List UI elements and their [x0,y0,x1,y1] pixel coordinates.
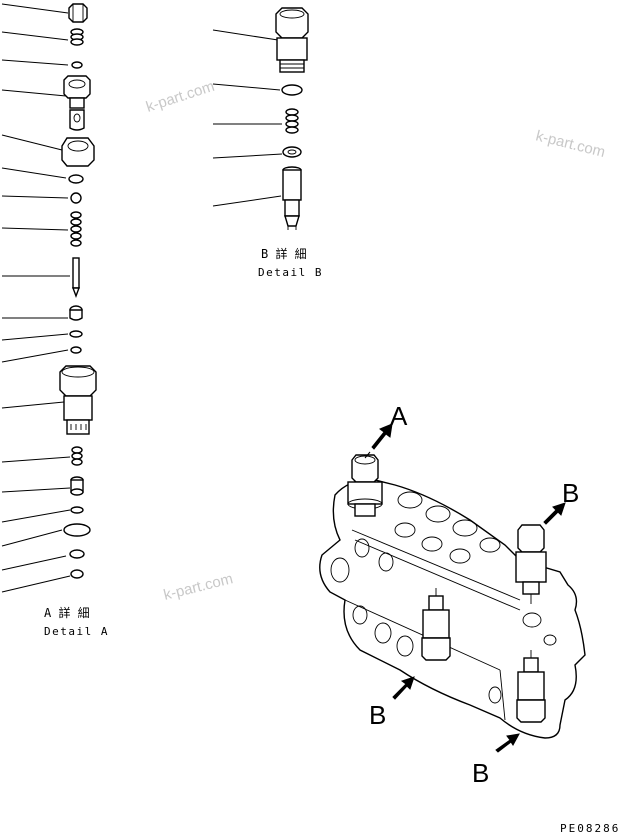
washer-1 [69,330,83,338]
watermark-1: k-part.com [144,78,217,116]
o-ring-5 [69,549,85,559]
arrow-b-right [543,502,566,525]
detail-b-title-jp: B 詳 細 [261,246,307,261]
backup-ring [63,523,91,537]
needle-pin [71,257,81,298]
label-b-right: B [562,478,579,508]
spring-b [285,108,299,134]
detail-a-leader-lines [1,3,71,593]
relief-valve-body-a [59,365,97,435]
relief-valve-plug-b [275,7,309,73]
spring-small-1 [70,28,84,46]
spring-2 [70,211,82,247]
valve-b [282,166,302,230]
arrow-a [364,423,393,459]
control-valve-assembly [319,454,586,739]
relief-valve-b-middle-installed [421,588,451,661]
relief-valve-a-installed [347,454,383,517]
valve-side-ports [330,538,557,704]
detail-b-title-en: Detail B [258,266,323,279]
relief-valve-b-bottom-installed [516,650,546,723]
o-ring-1 [71,61,83,69]
washer-b [282,146,302,158]
detail-a-title-en: Detail A [44,625,109,638]
o-ring-4 [70,506,84,514]
ball [70,192,82,204]
watermark-2: k-part.com [534,127,607,161]
adjusting-screw [63,75,91,131]
cap-nut [68,3,88,23]
lock-nut [61,137,95,167]
spring-3 [71,446,83,466]
detail-b-parts [212,7,309,230]
o-ring-b1 [281,84,303,96]
label-b-lower-left: B [369,700,386,730]
piston [70,476,84,496]
detail-a-parts [1,3,97,593]
arrow-b-bottom [495,733,520,753]
drawing-code: PE08286 [560,822,620,835]
relief-valve-b-right-installed [515,524,547,604]
detail-b-leader-lines [212,29,283,207]
arrow-b-lower-left [392,676,415,700]
o-ring-6 [70,569,84,579]
label-b-bottom: B [472,758,489,788]
label-a: A [390,401,408,431]
watermark-3: k-part.com [162,570,235,604]
o-ring-3 [70,346,82,354]
valve-top-ports [394,491,501,564]
poppet [69,305,83,321]
detail-a-title-jp: A 詳 細 [44,605,90,620]
o-ring-2 [68,174,84,184]
valve-body-outline [319,479,586,739]
